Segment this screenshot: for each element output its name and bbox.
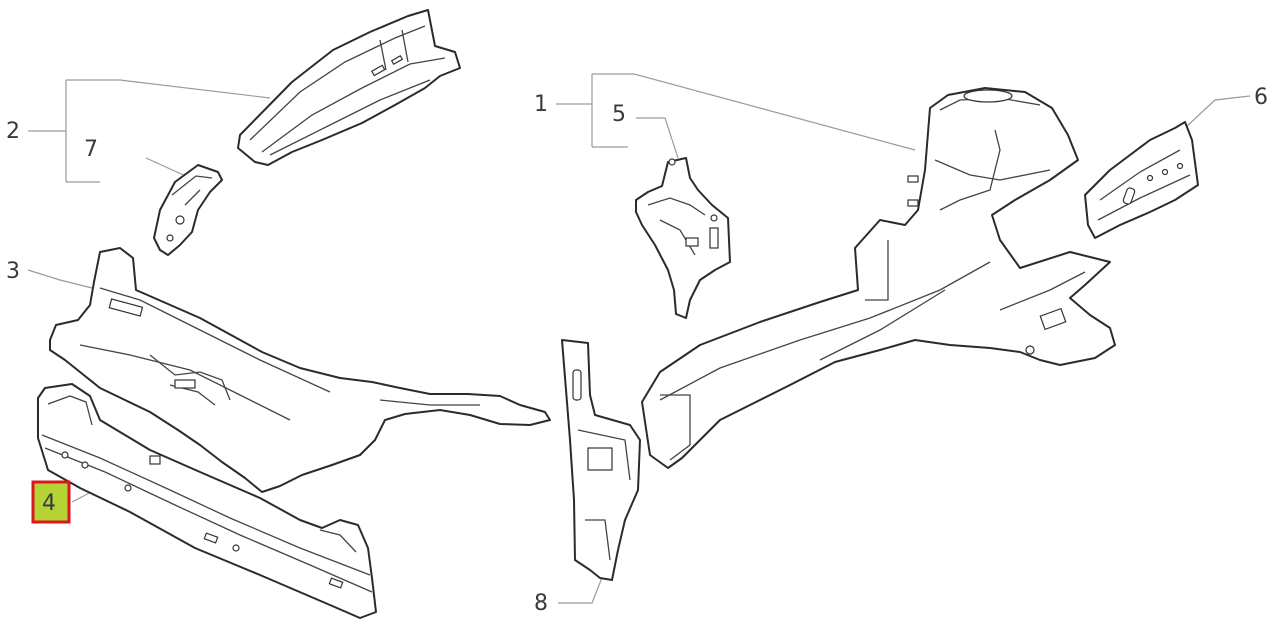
leader-lines [27, 73, 1251, 604]
callout-labels: 2 7 3 4 1 5 6 8 [6, 85, 1268, 616]
part-6-side-panel [1084, 121, 1199, 239]
callout-3[interactable]: 3 [6, 259, 20, 284]
part-2-upper-rail [237, 9, 461, 166]
part-8-vertical-bracket [561, 339, 641, 581]
callout-8[interactable]: 8 [534, 591, 548, 616]
part-3-cross-member [49, 247, 551, 493]
callout-2[interactable]: 2 [6, 119, 20, 144]
callout-5[interactable]: 5 [612, 102, 626, 127]
callout-6[interactable]: 6 [1254, 85, 1268, 110]
part-1-main-structure [641, 87, 1116, 469]
part-7-bracket [153, 164, 223, 256]
callout-4-highlight [31, 480, 71, 524]
callout-7[interactable]: 7 [84, 137, 98, 162]
part-4-front-beam [37, 383, 377, 619]
callout-1[interactable]: 1 [534, 92, 548, 117]
part-5-bracket [635, 157, 731, 319]
callout-4[interactable]: 4 [42, 491, 56, 516]
